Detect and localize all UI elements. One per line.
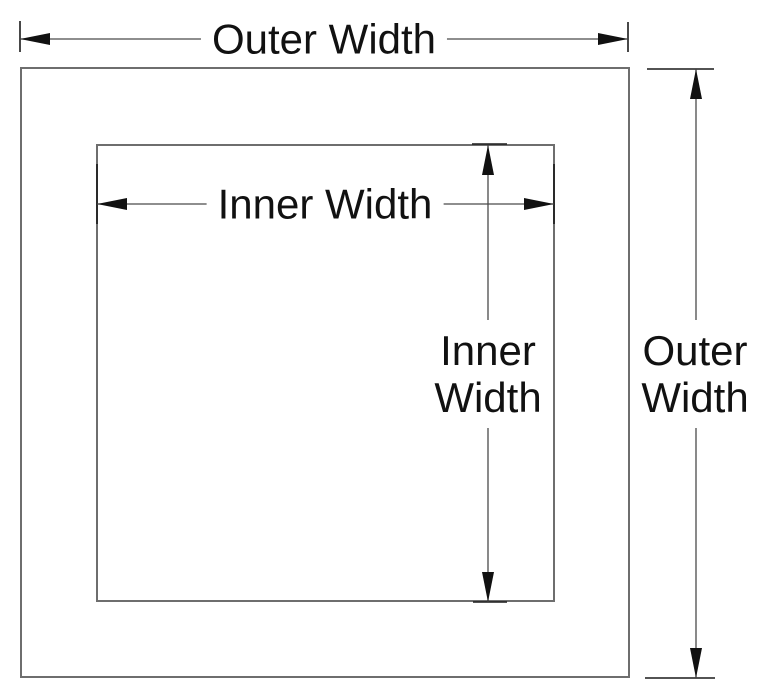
arrow-up-icon <box>482 145 494 175</box>
outer-width-vertical-label-line2: Width <box>641 374 749 421</box>
outer-width-top-label: Outer Width <box>200 15 448 63</box>
inner-width-horizontal-label: Inner Width <box>206 180 444 228</box>
outer-width-vertical-label: Outer Width <box>635 320 755 428</box>
arrow-left-icon <box>97 198 127 210</box>
inner-square <box>96 144 555 602</box>
arrow-right-icon <box>524 198 554 210</box>
arrow-down-icon <box>482 572 494 602</box>
outer-square <box>20 67 630 678</box>
arrow-left-icon <box>20 33 50 45</box>
inner-width-vertical-label-line1: Inner <box>440 327 536 374</box>
arrow-right-icon <box>598 33 628 45</box>
arrow-down-icon <box>690 648 702 678</box>
inner-width-vertical-label-line2: Width <box>434 374 542 421</box>
outer-width-vertical-label-line1: Outer <box>642 327 748 374</box>
arrow-up-icon <box>690 69 702 99</box>
inner-width-vertical-label: Inner Width <box>428 320 548 428</box>
